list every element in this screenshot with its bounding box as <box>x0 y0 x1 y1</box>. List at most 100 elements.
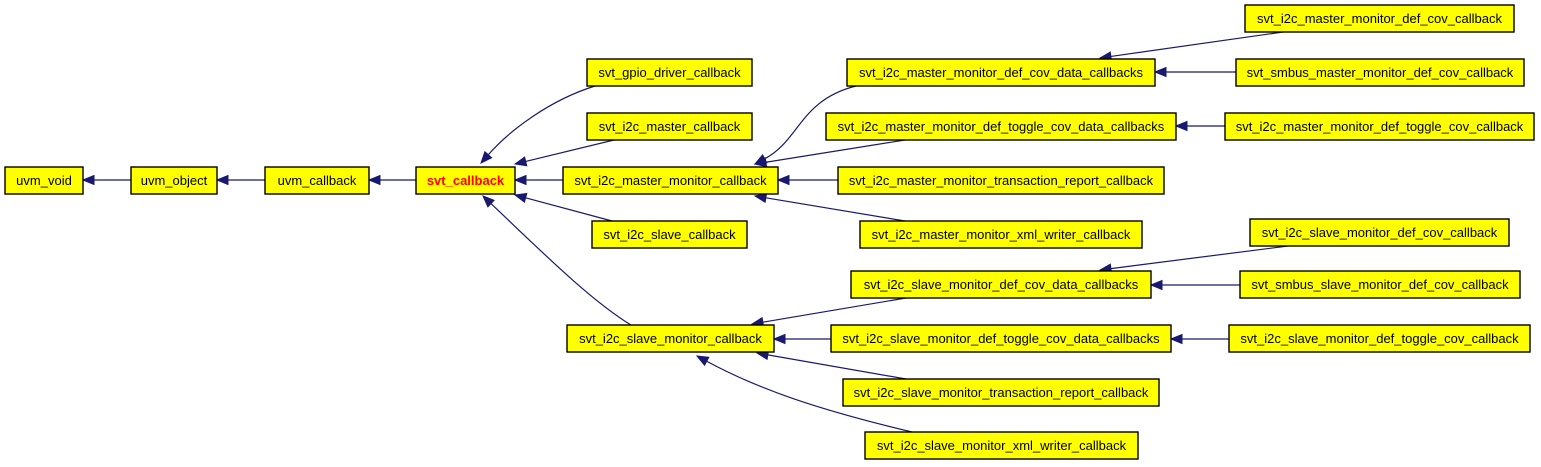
node-box[interactable] <box>415 166 516 195</box>
node-svt_gpio_driver_callback[interactable]: svt_gpio_driver_callback <box>586 58 753 87</box>
node-label[interactable]: svt_smbus_slave_monitor_def_cov_callback <box>1251 277 1509 292</box>
edge-svt_i2c_slave_monitor_def_toggle_cov_callback-to-svt_i2c_slave_monitor_def_toggle_cov_data_callbacks <box>1169 333 1229 345</box>
node-box[interactable] <box>1224 112 1535 141</box>
node-svt_i2c_slave_monitor_xml_writer_callback[interactable]: svt_i2c_slave_monitor_xml_writer_callbac… <box>864 431 1139 460</box>
node-svt_i2c_slave_monitor_def_cov_callback[interactable]: svt_i2c_slave_monitor_def_cov_callback <box>1249 218 1510 247</box>
arrowhead <box>776 174 790 186</box>
node-box[interactable] <box>850 270 1152 299</box>
node-box[interactable] <box>864 431 1139 460</box>
edge-svt_smbus_master_monitor_def_cov_callback-to-svt_i2c_master_monitor_def_cov_data_callbacks <box>1153 66 1236 78</box>
node-box[interactable] <box>264 166 370 195</box>
arrowhead <box>367 174 381 186</box>
node-label[interactable]: svt_i2c_slave_monitor_transaction_report… <box>854 385 1149 400</box>
node-svt_i2c_slave_monitor_transaction_report_callback[interactable]: svt_i2c_slave_monitor_transaction_report… <box>842 378 1160 407</box>
edge-line <box>765 197 906 222</box>
node-svt_smbus_slave_monitor_def_cov_callback[interactable]: svt_smbus_slave_monitor_def_cov_callback <box>1239 270 1521 299</box>
node-box[interactable] <box>846 58 1156 87</box>
arrowhead <box>480 150 493 164</box>
node-box[interactable] <box>130 166 218 195</box>
node-svt_i2c_master_monitor_def_cov_data_callbacks[interactable]: svt_i2c_master_monitor_def_cov_data_call… <box>846 58 1156 87</box>
node-svt_i2c_slave_monitor_def_toggle_cov_data_callbacks[interactable]: svt_i2c_slave_monitor_def_toggle_cov_dat… <box>830 324 1172 353</box>
edge-svt_i2c_slave_monitor_transaction_report_callback-to-svt_i2c_slave_monitor_callback <box>755 349 907 380</box>
arrowhead <box>215 174 229 186</box>
edge-svt_i2c_slave_monitor_def_toggle_cov_data_callbacks-to-svt_i2c_slave_monitor_callback <box>772 333 831 345</box>
node-label[interactable]: uvm_callback <box>278 173 357 188</box>
edge-line <box>487 85 596 156</box>
edge-line <box>767 354 907 380</box>
node-box[interactable] <box>1228 324 1531 353</box>
node-box[interactable] <box>1239 270 1521 299</box>
node-box[interactable] <box>842 378 1160 407</box>
node-svt_i2c_master_monitor_callback[interactable]: svt_i2c_master_monitor_callback <box>562 166 779 195</box>
arrowhead <box>513 192 528 204</box>
node-label[interactable]: svt_i2c_master_monitor_def_cov_data_call… <box>859 65 1143 80</box>
node-uvm_void[interactable]: uvm_void <box>4 166 84 195</box>
node-label[interactable]: svt_i2c_slave_monitor_def_cov_data_callb… <box>864 277 1139 292</box>
node-uvm_callback[interactable]: uvm_callback <box>264 166 370 195</box>
node-label[interactable]: svt_i2c_slave_monitor_def_cov_callback <box>1262 225 1498 240</box>
node-svt_i2c_master_monitor_def_cov_callback[interactable]: svt_i2c_master_monitor_def_cov_callback <box>1244 4 1515 33</box>
edge-line <box>490 203 632 326</box>
node-label[interactable]: svt_i2c_master_callback <box>599 119 741 134</box>
node-box[interactable] <box>837 166 1165 195</box>
edge-line <box>525 139 615 162</box>
node-label[interactable]: svt_i2c_master_monitor_def_toggle_cov_ca… <box>1236 119 1524 134</box>
node-label[interactable]: svt_i2c_slave_monitor_def_toggle_cov_dat… <box>842 331 1160 346</box>
node-box[interactable] <box>591 220 748 249</box>
node-svt_i2c_slave_monitor_def_toggle_cov_callback[interactable]: svt_i2c_slave_monitor_def_toggle_cov_cal… <box>1228 324 1531 353</box>
node-svt_i2c_slave_monitor_def_cov_data_callbacks[interactable]: svt_i2c_slave_monitor_def_cov_data_callb… <box>850 270 1152 299</box>
edge-svt_i2c_master_monitor_transaction_report_callback-to-svt_i2c_master_monitor_callback <box>776 174 838 186</box>
node-label[interactable]: svt_i2c_master_monitor_callback <box>574 173 767 188</box>
node-label[interactable]: svt_i2c_master_monitor_def_toggle_cov_da… <box>838 119 1165 134</box>
node-label[interactable]: svt_callback <box>427 173 505 188</box>
edge-svt_i2c_slave_callback-to-svt_callback <box>513 192 613 222</box>
node-box[interactable] <box>1235 58 1525 87</box>
arrowhead <box>513 174 527 186</box>
node-box[interactable] <box>1244 4 1515 33</box>
edge-svt_i2c_slave_monitor_def_cov_callback-to-svt_i2c_slave_monitor_def_cov_data_callbacks <box>1098 245 1289 274</box>
node-svt_smbus_master_monitor_def_cov_callback[interactable]: svt_smbus_master_monitor_def_cov_callbac… <box>1235 58 1525 87</box>
node-label[interactable]: svt_i2c_master_monitor_def_cov_callback <box>1257 11 1502 26</box>
edge-line <box>1110 31 1284 58</box>
node-box[interactable] <box>586 112 753 141</box>
edge-svt_i2c_master_monitor_xml_writer_callback-to-svt_i2c_master_monitor_callback <box>753 192 906 222</box>
arrowhead <box>81 174 95 186</box>
node-label[interactable]: uvm_object <box>141 173 208 188</box>
node-label[interactable]: svt_smbus_master_monitor_def_cov_callbac… <box>1247 65 1514 80</box>
edge-line <box>762 297 907 323</box>
edge-svt_i2c_master_monitor_def_cov_callback-to-svt_i2c_master_monitor_def_cov_data_callbacks <box>1098 31 1284 62</box>
arrowhead <box>1174 120 1188 132</box>
node-svt_i2c_master_monitor_def_toggle_cov_data_callbacks[interactable]: svt_i2c_master_monitor_def_toggle_cov_da… <box>825 112 1177 141</box>
node-svt_callback[interactable]: svt_callback <box>415 166 516 195</box>
node-box[interactable] <box>830 324 1172 353</box>
node-label[interactable]: svt_i2c_master_monitor_xml_writer_callba… <box>872 227 1131 242</box>
node-box[interactable] <box>586 58 753 87</box>
arrowhead <box>1149 279 1163 291</box>
node-label[interactable]: svt_i2c_slave_callback <box>603 227 736 242</box>
node-box[interactable] <box>566 324 775 353</box>
node-box[interactable] <box>1249 218 1510 247</box>
node-box[interactable] <box>859 220 1143 249</box>
edge-svt_i2c_slave_monitor_callback-to-svt_callback <box>482 195 632 326</box>
node-svt_i2c_master_callback[interactable]: svt_i2c_master_callback <box>586 112 753 141</box>
node-box[interactable] <box>825 112 1177 141</box>
node-label[interactable]: uvm_void <box>16 173 72 188</box>
node-svt_i2c_slave_monitor_callback[interactable]: svt_i2c_slave_monitor_callback <box>566 324 775 353</box>
node-uvm_object[interactable]: uvm_object <box>130 166 218 195</box>
node-label[interactable]: svt_i2c_slave_monitor_callback <box>579 331 762 346</box>
node-svt_i2c_master_monitor_transaction_report_callback[interactable]: svt_i2c_master_monitor_transaction_repor… <box>837 166 1165 195</box>
node-svt_i2c_master_monitor_def_toggle_cov_callback[interactable]: svt_i2c_master_monitor_def_toggle_cov_ca… <box>1224 112 1535 141</box>
edge-line <box>1110 245 1289 270</box>
edge-uvm_object-to-uvm_void <box>81 174 131 186</box>
node-label[interactable]: svt_gpio_driver_callback <box>598 65 741 80</box>
node-label[interactable]: svt_i2c_slave_monitor_def_toggle_cov_cal… <box>1240 331 1519 346</box>
arrowhead <box>753 192 768 204</box>
node-svt_i2c_master_monitor_xml_writer_callback[interactable]: svt_i2c_master_monitor_xml_writer_callba… <box>859 220 1143 249</box>
arrowhead <box>482 195 495 208</box>
node-label[interactable]: svt_i2c_slave_monitor_xml_writer_callbac… <box>877 438 1127 453</box>
node-box[interactable] <box>562 166 779 195</box>
node-svt_i2c_slave_callback[interactable]: svt_i2c_slave_callback <box>591 220 748 249</box>
node-label[interactable]: svt_i2c_master_monitor_transaction_repor… <box>849 173 1154 188</box>
node-box[interactable] <box>4 166 84 195</box>
